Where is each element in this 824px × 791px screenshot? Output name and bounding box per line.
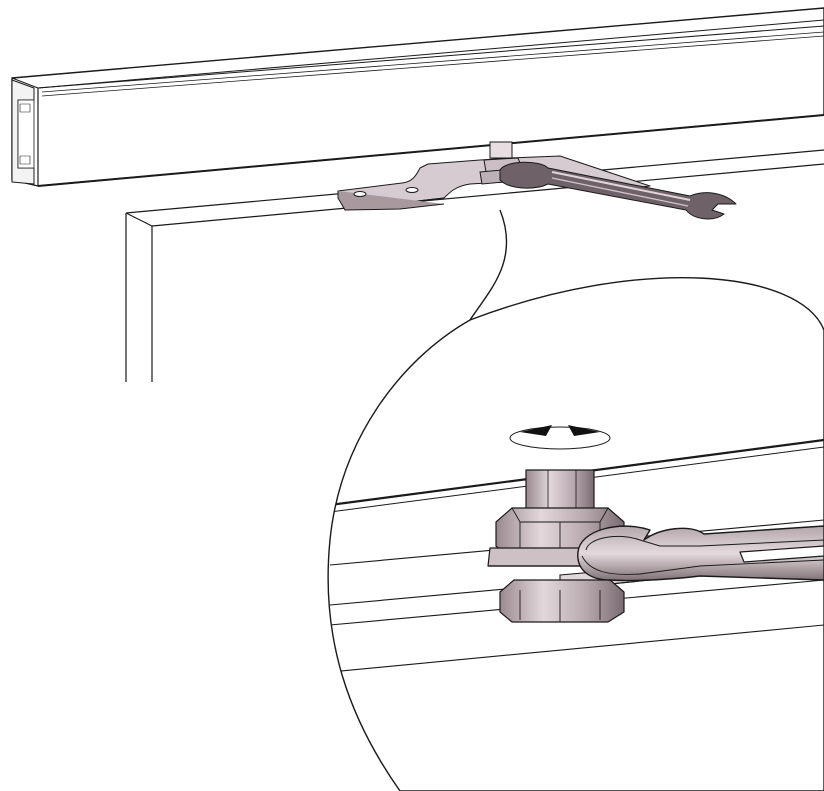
wrench: [577, 525, 824, 582]
rotate-left-arrow-icon: [520, 425, 552, 436]
detail-callout: [327, 209, 824, 791]
rotate-right-arrow-icon: [568, 425, 600, 436]
wrench-small: [499, 161, 737, 220]
rotation-indicator: [509, 425, 611, 450]
lower-nut: [499, 579, 625, 623]
detail-bolt: [525, 469, 595, 513]
top-rail: [11, 7, 824, 187]
